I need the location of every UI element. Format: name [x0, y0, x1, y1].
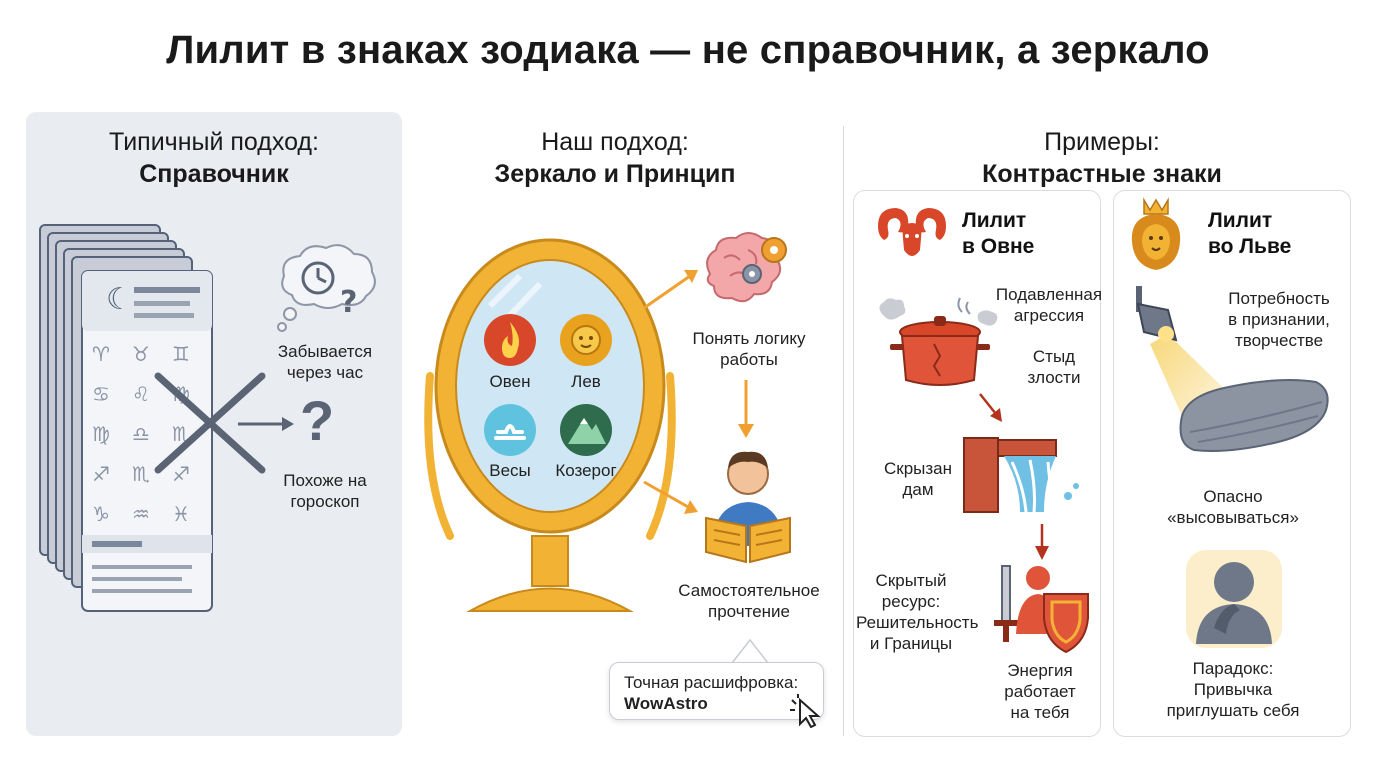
- dangerous-standout-caption: Опасно «высовываться»: [1167, 487, 1299, 527]
- understand-logic-caption: Понять логику работы: [692, 329, 806, 369]
- examples-heading: Примеры: Контрастные знаки: [850, 126, 1354, 190]
- svg-text:♈: ♈: [92, 342, 110, 366]
- cta-label: Точная расшифровка:: [624, 673, 799, 692]
- arrow-down-red-2-icon: [1035, 524, 1049, 560]
- lilith-aries-title: Лилит в Овне: [962, 209, 1035, 258]
- cta-pointer-icon: [730, 638, 770, 664]
- svg-text:♋: ♋: [92, 382, 110, 406]
- self-reading-caption: Самостоятельное прочтение: [678, 581, 820, 621]
- leo-sun-icon: [560, 314, 612, 366]
- aries-fire-icon: [484, 314, 536, 366]
- mouse-cursor-icon: [790, 694, 821, 728]
- reference-approach-heading: Типичный подход: Справочник: [26, 126, 402, 190]
- svg-text:♏: ♏: [132, 462, 150, 486]
- svg-text:♑: ♑: [92, 502, 110, 526]
- svg-text:♒: ♒: [132, 502, 150, 526]
- question-mark-icon: ?: [300, 389, 335, 452]
- arrow-down-icon: [738, 380, 754, 438]
- paradox-caption: Парадокс: Привычка приглушать себя: [1166, 659, 1300, 720]
- capricorn-mountain-icon: [560, 404, 612, 456]
- svg-text:♓: ♓: [172, 502, 190, 526]
- thought-clock-icon: ?: [277, 244, 376, 332]
- arrow-down-red-icon: [979, 393, 1002, 422]
- sign-label-leo: Лев: [571, 372, 601, 391]
- examples-heading-line2: Контрастные знаки: [982, 160, 1222, 188]
- shame-anger-caption: Стыд злости: [1027, 347, 1081, 387]
- svg-text:♐: ♐: [92, 462, 110, 486]
- cross-out-icon: [154, 372, 266, 474]
- svg-text:♉: ♉: [132, 342, 150, 366]
- arrow-right-icon: [238, 417, 294, 431]
- spotlight-blanket-icon: [1136, 286, 1329, 452]
- reference-book-stack-icon: ☾ ♈♉♊ ♋♌♍ ♍♎♏ ♐♏♐ ♑♒♓: [39, 224, 213, 612]
- svg-text:☾: ☾: [106, 282, 133, 317]
- examples-heading-line1: Примеры:: [1044, 128, 1160, 156]
- sign-label-capricorn: Козерог: [555, 461, 617, 480]
- pressure-pot-icon: [879, 297, 998, 386]
- energy-works-caption: Энергия работает на тебя: [1004, 661, 1076, 722]
- mirror-approach-heading: Наш подход: Зеркало и Принцип: [420, 126, 810, 190]
- svg-text:?: ?: [340, 285, 357, 320]
- mirror-heading-line2: Зеркало и Принцип: [494, 160, 736, 188]
- recognition-need-caption: Потребность в признании, творчестве: [1228, 289, 1330, 350]
- lilith-leo-title: Лилит во Льве: [1208, 209, 1292, 258]
- sign-label-libra: Весы: [489, 461, 531, 480]
- ram-head-icon: [878, 208, 946, 256]
- dam-caption: Скрызан дам: [883, 459, 953, 499]
- arrow-down-right-icon: [643, 480, 698, 514]
- reference-heading-line2: Справочник: [139, 160, 289, 188]
- mirror-heading-line1: Наш подход:: [541, 128, 689, 156]
- dam-waterfall-icon: [963, 437, 1079, 513]
- page-title: Лилит в знаках зодиака — не справочник, …: [166, 28, 1210, 72]
- svg-text:♊: ♊: [172, 342, 190, 366]
- wowastro-cta-button[interactable]: Точная расшифровка: WowAstro: [609, 662, 824, 720]
- svg-text:♏: ♏: [172, 422, 190, 446]
- column-divider: [843, 126, 844, 736]
- brain-gears-icon: [706, 232, 787, 303]
- svg-text:♐: ♐: [172, 462, 190, 486]
- suppressed-aggression-caption: Подавленная агрессия: [995, 285, 1103, 325]
- warrior-shield-icon: [994, 565, 1089, 654]
- arrow-up-right-icon: [643, 270, 698, 310]
- sign-label-aries: Овен: [489, 372, 531, 391]
- svg-text:♌: ♌: [132, 382, 150, 406]
- thinking-silhouette-icon: [1186, 550, 1282, 648]
- cta-brand: WowAstro: [624, 694, 708, 713]
- reader-person-icon: [705, 451, 791, 564]
- libra-scales-icon: [484, 404, 536, 456]
- svg-text:♎: ♎: [132, 422, 150, 446]
- horoscope-caption: Похоже на гороскоп: [283, 471, 367, 511]
- svg-text:♍: ♍: [92, 422, 110, 446]
- hidden-resource-caption: Скрытый ресурс: Решительность и Границы: [856, 571, 979, 653]
- lion-crown-icon: [1131, 197, 1181, 270]
- reference-heading-line1: Типичный подход:: [109, 128, 319, 156]
- forgotten-caption: Забывается через час: [277, 342, 373, 382]
